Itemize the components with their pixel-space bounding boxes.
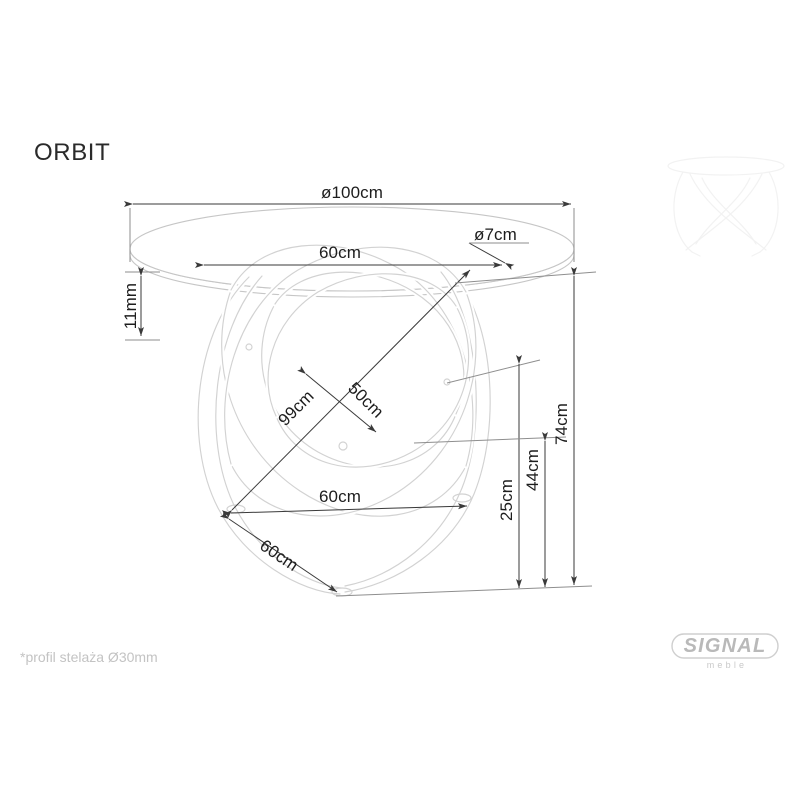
dimension-top-thickness: 11mm [121, 267, 160, 341]
dimension-base-depth: 60cm [219, 511, 338, 593]
dimension-label-base-depth: 60cm [256, 536, 301, 575]
baseline-extension [335, 585, 593, 597]
base-frame [195, 242, 493, 597]
dimension-label-height-mid: 44cm [523, 449, 542, 491]
page-title: ORBIT [34, 139, 110, 166]
dimension-label-diagonal-long: 99cm [275, 387, 318, 430]
logo-outline [671, 633, 779, 659]
dimension-height-total: 74cm [454, 267, 597, 585]
dimension-label-base-width: 60cm [319, 487, 361, 506]
dimension-edge-detail: ø7cm [468, 225, 529, 270]
dimension-top-diameter: ø100cm [124, 183, 575, 262]
dimension-label-height-total: 74cm [552, 403, 571, 445]
dimension-label-top-diameter: ø100cm [321, 183, 383, 202]
dimension-label-diagonal-short: 50cm [344, 379, 387, 422]
dimension-label-height-lower: 25cm [497, 479, 516, 521]
dimension-top-inner-span: 60cm [195, 243, 502, 268]
dimension-label-edge-detail: ø7cm [474, 225, 517, 244]
dimension-label-top-thickness: 11mm [121, 283, 140, 329]
footnote-text: *profil stelaża Ø30mm [20, 649, 158, 665]
logo-tagline: meble [707, 660, 748, 670]
dimension-height-lower: 25cm [446, 355, 541, 588]
frame-ring-right [342, 269, 493, 595]
product-thumbnail [660, 138, 792, 270]
dimension-height-mid: 44cm [413, 432, 567, 587]
dimension-label-top-inner-span: 60cm [319, 243, 361, 262]
frame-joints [245, 343, 451, 451]
brand-logo: SIGNAL meble [671, 633, 779, 670]
thumbnail-table-photo [667, 156, 785, 257]
logo-wordmark: SIGNAL [684, 635, 767, 657]
